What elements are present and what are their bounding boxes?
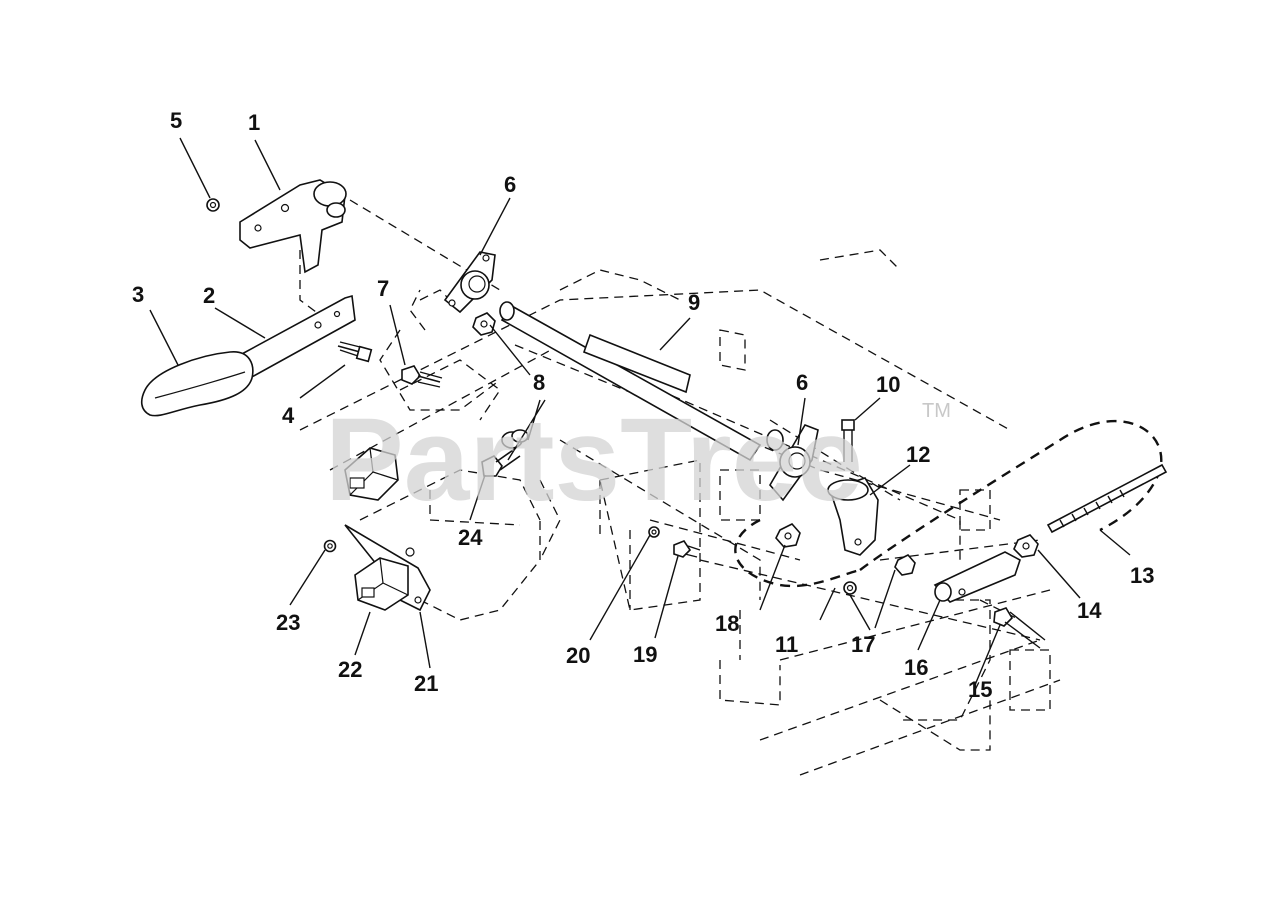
callout-6-right: 6 — [796, 370, 808, 395]
callout-18: 18 — [715, 611, 739, 636]
callout-11: 11 — [775, 632, 798, 657]
part-nut-17 — [843, 554, 916, 595]
watermark-text: PartsTree — [325, 394, 863, 526]
part-bolt-24 — [481, 429, 529, 477]
part-bolt-15 — [993, 607, 1046, 649]
part-washer-20 — [648, 526, 660, 538]
part-bolt-10 — [841, 419, 855, 462]
part-bracket — [239, 179, 347, 274]
part-handle-grip — [140, 351, 254, 417]
part-shaft — [499, 301, 762, 462]
callout-3: 3 — [132, 282, 144, 307]
part-flange-bearing-right — [766, 424, 819, 502]
callout-19: 19 — [633, 642, 657, 667]
callout-20: 20 — [566, 643, 590, 668]
part-nut-5 — [206, 198, 220, 212]
callout-8: 8 — [533, 370, 545, 395]
callout-labels: 1 5 2 3 4 7 6 8 9 6 10 12 13 14 15 16 17… — [132, 108, 1154, 702]
part-lever-arm — [238, 294, 356, 380]
callout-16: 16 — [904, 655, 928, 680]
callout-24: 24 — [458, 525, 483, 550]
part-flange-bearing-left — [443, 251, 496, 314]
watermark-trademark: TM — [922, 400, 951, 422]
part-switch-lower — [354, 557, 409, 611]
leader-lines — [149, 137, 1131, 686]
callout-5: 5 — [170, 108, 182, 133]
part-clevis — [933, 551, 1021, 603]
callout-9: 9 — [688, 290, 700, 315]
callout-10: 10 — [876, 372, 900, 397]
part-switch-upper — [344, 447, 399, 501]
part-nut-23 — [323, 539, 337, 553]
part-screw-4 — [337, 341, 373, 363]
part-bolt-19 — [673, 540, 701, 558]
callout-22: 22 — [338, 657, 362, 682]
callout-23: 23 — [276, 610, 300, 635]
callout-14: 14 — [1077, 598, 1102, 623]
part-arm-bracket — [827, 477, 879, 556]
part-nut-8 — [472, 312, 496, 336]
callout-4: 4 — [282, 403, 295, 428]
callout-13: 13 — [1130, 563, 1154, 588]
callout-12: 12 — [906, 442, 930, 467]
callout-15: 15 — [968, 677, 992, 702]
cable-loop — [734, 419, 1163, 588]
callout-2: 2 — [203, 283, 215, 308]
part-nut-18 — [775, 523, 801, 548]
callout-21: 21 — [414, 671, 438, 696]
callout-7: 7 — [377, 276, 389, 301]
callout-6-left: 6 — [504, 172, 516, 197]
part-threaded-rod — [1046, 463, 1168, 534]
callout-1: 1 — [248, 110, 260, 135]
part-bolt-7 — [401, 365, 443, 388]
callout-17: 17 — [851, 632, 875, 657]
part-nut-14 — [1013, 534, 1039, 558]
